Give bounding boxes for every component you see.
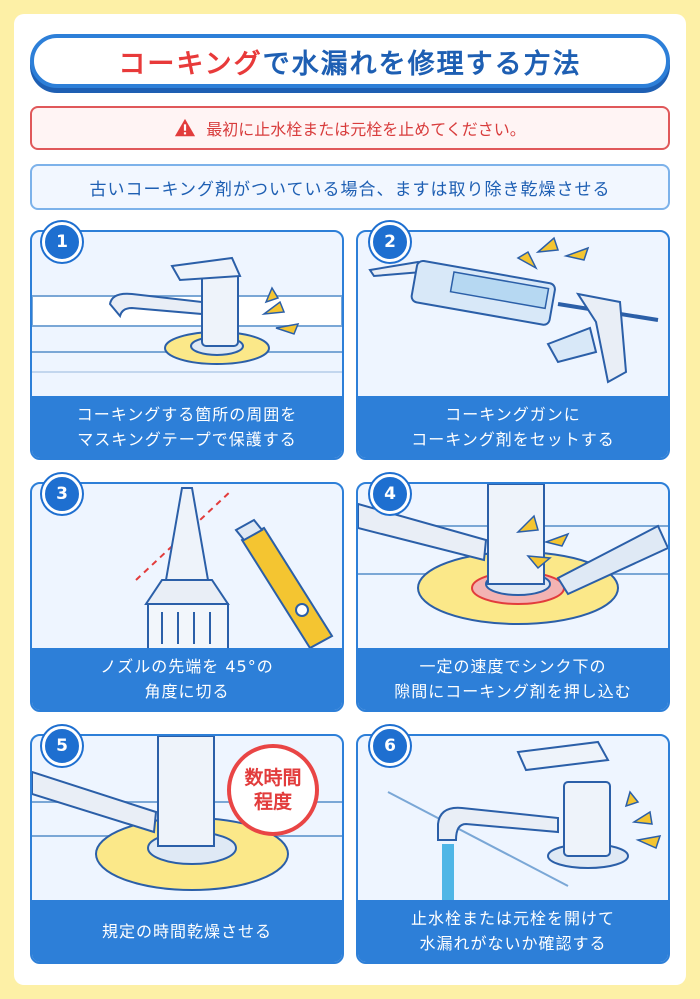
title-highlight: コーキング [118, 48, 263, 80]
step-5-line1: 規定の時間乾燥させる [101, 921, 272, 941]
title-rest: で水漏れを修理する方法 [262, 48, 582, 80]
step-1-card: コーキングする箇所の周囲をマスキングテープで保護する [30, 230, 344, 460]
nozzle-icon [135, 487, 334, 650]
step-6-caption: 止水栓または元栓を開けて水漏れがないか確認する [358, 900, 668, 962]
step-4-line2: 隙間にコーキング剤を押し込む [394, 682, 632, 701]
step-4-card: 一定の速度でシンク下の隙間にコーキング剤を押し込む [356, 482, 670, 712]
step-6-card: 止水栓または元栓を開けて水漏れがないか確認する [356, 734, 670, 964]
water-stream-icon [442, 844, 454, 902]
preparation-note: 古いコーキング剤がついている場合、ますは取り除き乾燥させる [30, 164, 670, 210]
step-6-line1: 止水栓または元栓を開けて [410, 909, 615, 928]
caulking-gun-icon [368, 236, 659, 384]
step-1-line2: マスキングテープで保護する [77, 430, 297, 449]
step-2-number: 2 [370, 222, 410, 262]
step-1-number: 1 [42, 222, 82, 262]
faucet-icon [387, 740, 662, 902]
step-6-number: 6 [370, 726, 410, 766]
faucet-icon [32, 256, 342, 373]
step-4-number: 4 [370, 474, 410, 514]
step-3-number: 3 [42, 474, 82, 514]
badge-line2: 程度 [253, 791, 292, 813]
warning-text: 最初に止水栓または元栓を止めてください。 [206, 120, 526, 139]
step-1-line1: コーキングする箇所の周囲を [76, 405, 298, 424]
step-3-line1: ノズルの先端を 45°の [100, 657, 274, 676]
drying-time-badge: 数時間 程度 [227, 744, 319, 836]
step-2-line1: コーキングガンに [445, 405, 581, 424]
faucet-icon [32, 736, 342, 891]
step-5-caption: 規定の時間乾燥させる [32, 900, 342, 962]
warning-triangle-icon [175, 118, 196, 137]
step-5-number: 5 [42, 726, 82, 766]
step-6-line2: 水漏れがないか確認する [419, 934, 607, 953]
step-4-caption: 一定の速度でシンク下の隙間にコーキング剤を押し込む [358, 648, 668, 710]
utility-knife-icon [234, 518, 334, 650]
step-3-line2: 角度に切る [144, 682, 230, 701]
step-2-line2: コーキング剤をセットする [411, 430, 615, 449]
step-3-caption: ノズルの先端を 45°の角度に切る [32, 648, 342, 710]
step-2-caption: コーキングガンにコーキング剤をセットする [358, 396, 668, 458]
step-1-caption: コーキングする箇所の周囲をマスキングテープで保護する [32, 396, 342, 458]
preparation-text: 古いコーキング剤がついている場合、ますは取り除き乾燥させる [89, 179, 611, 200]
faucet-icon [358, 484, 668, 625]
step-2-card: コーキングガンにコーキング剤をセットする [356, 230, 670, 460]
step-3-card: ノズルの先端を 45°の角度に切る [30, 482, 344, 712]
warning-banner: 最初に止水栓または元栓を止めてください。 [30, 106, 670, 150]
step-4-line1: 一定の速度でシンク下の [419, 657, 607, 676]
page-title: コーキングで水漏れを修理する方法 [30, 34, 670, 88]
badge-line1: 数時間 [244, 767, 302, 789]
